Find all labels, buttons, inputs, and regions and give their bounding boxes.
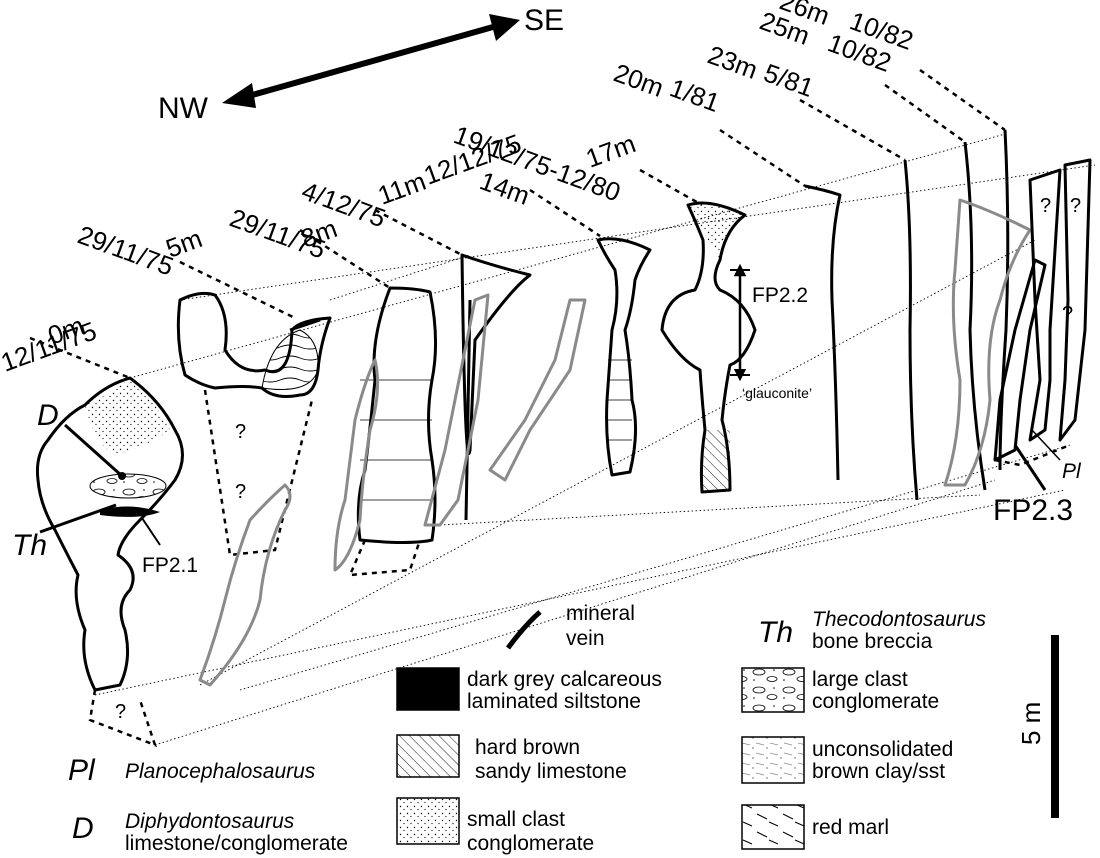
legend-item-1-line1: dark grey calcareous bbox=[467, 668, 662, 691]
section-7-distance: 23m bbox=[704, 39, 762, 84]
direction-arrow: NW SE bbox=[158, 4, 564, 125]
section-5m: ? ? bbox=[176, 291, 332, 557]
section-8m bbox=[198, 286, 438, 687]
legend-mineral-vein-icon bbox=[505, 610, 542, 650]
section-11m bbox=[333, 253, 532, 572]
label-fp2-3: FP2.3 bbox=[993, 494, 1073, 527]
legend-item-0-line2: vein bbox=[566, 627, 605, 650]
unknown-mark-26m-a: ? bbox=[1070, 195, 1081, 217]
section-2-date: 29/11/75 bbox=[226, 202, 330, 264]
section-14m bbox=[423, 293, 587, 527]
unknown-mark-5m-a: ? bbox=[235, 421, 246, 443]
section-17m bbox=[596, 237, 652, 477]
legend-th-code: Th bbox=[758, 616, 793, 649]
unknown-mark-5m-b: ? bbox=[235, 481, 246, 503]
legend-pl-name: Planocephalosaurus bbox=[125, 760, 316, 783]
nw-label: NW bbox=[158, 92, 209, 125]
legend-pl-code: Pl bbox=[68, 754, 96, 787]
legend-d-code: D bbox=[72, 812, 94, 845]
label-pl: Pl bbox=[1062, 460, 1082, 483]
legend-item-0-line1: mineral bbox=[566, 602, 635, 625]
section-25m-26m: ? ? ? Pl FP2.3 bbox=[943, 129, 1092, 527]
scale-bar: 5 m bbox=[1016, 635, 1059, 818]
label-fp2-2: FP2.2 bbox=[752, 284, 808, 307]
arrow-head-nw-icon bbox=[222, 83, 256, 108]
legend-unconsolidated-swatch bbox=[741, 736, 805, 784]
legend-large-clast-swatch bbox=[741, 667, 805, 713]
section-6-distance: 20m bbox=[610, 57, 668, 102]
unknown-mark-26m-b: ? bbox=[1062, 303, 1073, 325]
legend-item-4-line2: conglomerate bbox=[812, 690, 939, 713]
legend-item-3-line1: small clast bbox=[467, 808, 565, 831]
label-glauconite: ‘glauconite’ bbox=[742, 385, 812, 401]
label-th: Th bbox=[12, 529, 47, 562]
legend-item-2-line2: sandy limestone bbox=[475, 760, 627, 783]
arrow-head-se-icon bbox=[489, 14, 520, 41]
legend-item-6-line1: red marl bbox=[812, 816, 889, 839]
legend-item-5-line1: unconsolidated bbox=[812, 738, 953, 761]
section-7-date: 5/81 bbox=[760, 57, 818, 103]
unknown-mark-0m: ? bbox=[115, 701, 126, 723]
legend-item-2-line1: hard brown bbox=[475, 736, 580, 759]
section-leader-lines bbox=[29, 68, 1006, 380]
section-20m bbox=[804, 184, 842, 481]
legend-item-3-line2: conglomerate bbox=[467, 832, 594, 855]
section-labels: 0m 12/11/75 5m 29/11/75 8m 29/11/75 11m … bbox=[0, 0, 917, 378]
section-0m: ? D Th FP2.1 bbox=[12, 376, 198, 748]
se-label: SE bbox=[524, 4, 564, 37]
legend-th-name: Thecodontosaurus bbox=[812, 608, 986, 631]
legend-th-desc: bone breccia bbox=[812, 630, 933, 653]
scale-bar-label: 5 m bbox=[1016, 702, 1046, 745]
label-d: D bbox=[37, 399, 59, 432]
legend-d-name: Diphydontosaurus bbox=[125, 810, 295, 833]
section-6-date: 1/81 bbox=[666, 72, 724, 118]
legend-item-4-line1: large clast bbox=[812, 668, 908, 691]
label-fp2-1: FP2.1 bbox=[142, 554, 198, 577]
legend: Pl Planocephalosaurus D Diphydontosaurus… bbox=[68, 602, 986, 855]
legend-item-5-line2: brown clay/sst bbox=[812, 760, 945, 783]
legend-small-clast-swatch bbox=[396, 797, 460, 845]
legend-siltstone-swatch bbox=[396, 667, 460, 711]
legend-limestone-swatch bbox=[396, 734, 460, 778]
section-1-date: 29/11/75 bbox=[74, 219, 178, 281]
legend-item-1-line2: laminated siltstone bbox=[467, 690, 641, 713]
legend-red-marl-swatch bbox=[741, 804, 805, 850]
perspective-guides bbox=[94, 133, 1096, 746]
section-fp2-2: FP2.2 ‘glauconite’ bbox=[660, 201, 812, 494]
section-23m bbox=[903, 159, 919, 501]
unknown-mark-25m-a: ? bbox=[1040, 195, 1051, 217]
legend-d-desc: limestone/conglomerate bbox=[125, 832, 348, 855]
